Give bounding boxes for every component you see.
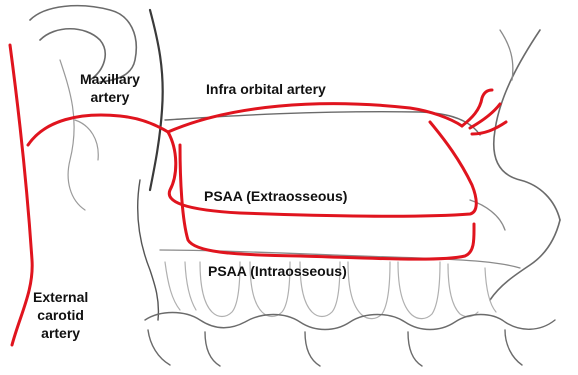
skull-sketch: [30, 6, 560, 366]
maxillary-artery-path: [28, 115, 168, 145]
external-carotid-artery-label: External carotid artery: [33, 288, 88, 342]
external-carotid-artery-path: [10, 45, 32, 345]
infra-orbital-artery-path: [168, 104, 462, 132]
psaa-extraosseous-label: PSAA (Extraosseous): [204, 187, 347, 205]
ext-carotid-line2: carotid: [33, 306, 88, 324]
maxillary-label-line1: Maxillary: [80, 70, 140, 88]
psaa-intraosseous-label: PSAA (Intraosseous): [208, 262, 347, 280]
maxillary-label-line2: artery: [80, 88, 140, 106]
ext-carotid-line1: External: [33, 288, 88, 306]
pterygoid-plate: [150, 10, 163, 190]
posterior-wall: [138, 180, 159, 320]
maxillary-artery-label: Maxillary artery: [80, 70, 140, 106]
ext-carotid-line3: artery: [33, 324, 88, 342]
anterior-maxilla: [490, 220, 560, 300]
infra-orbital-artery-label: Infra orbital artery: [206, 80, 326, 98]
lower-teeth: [145, 313, 555, 367]
